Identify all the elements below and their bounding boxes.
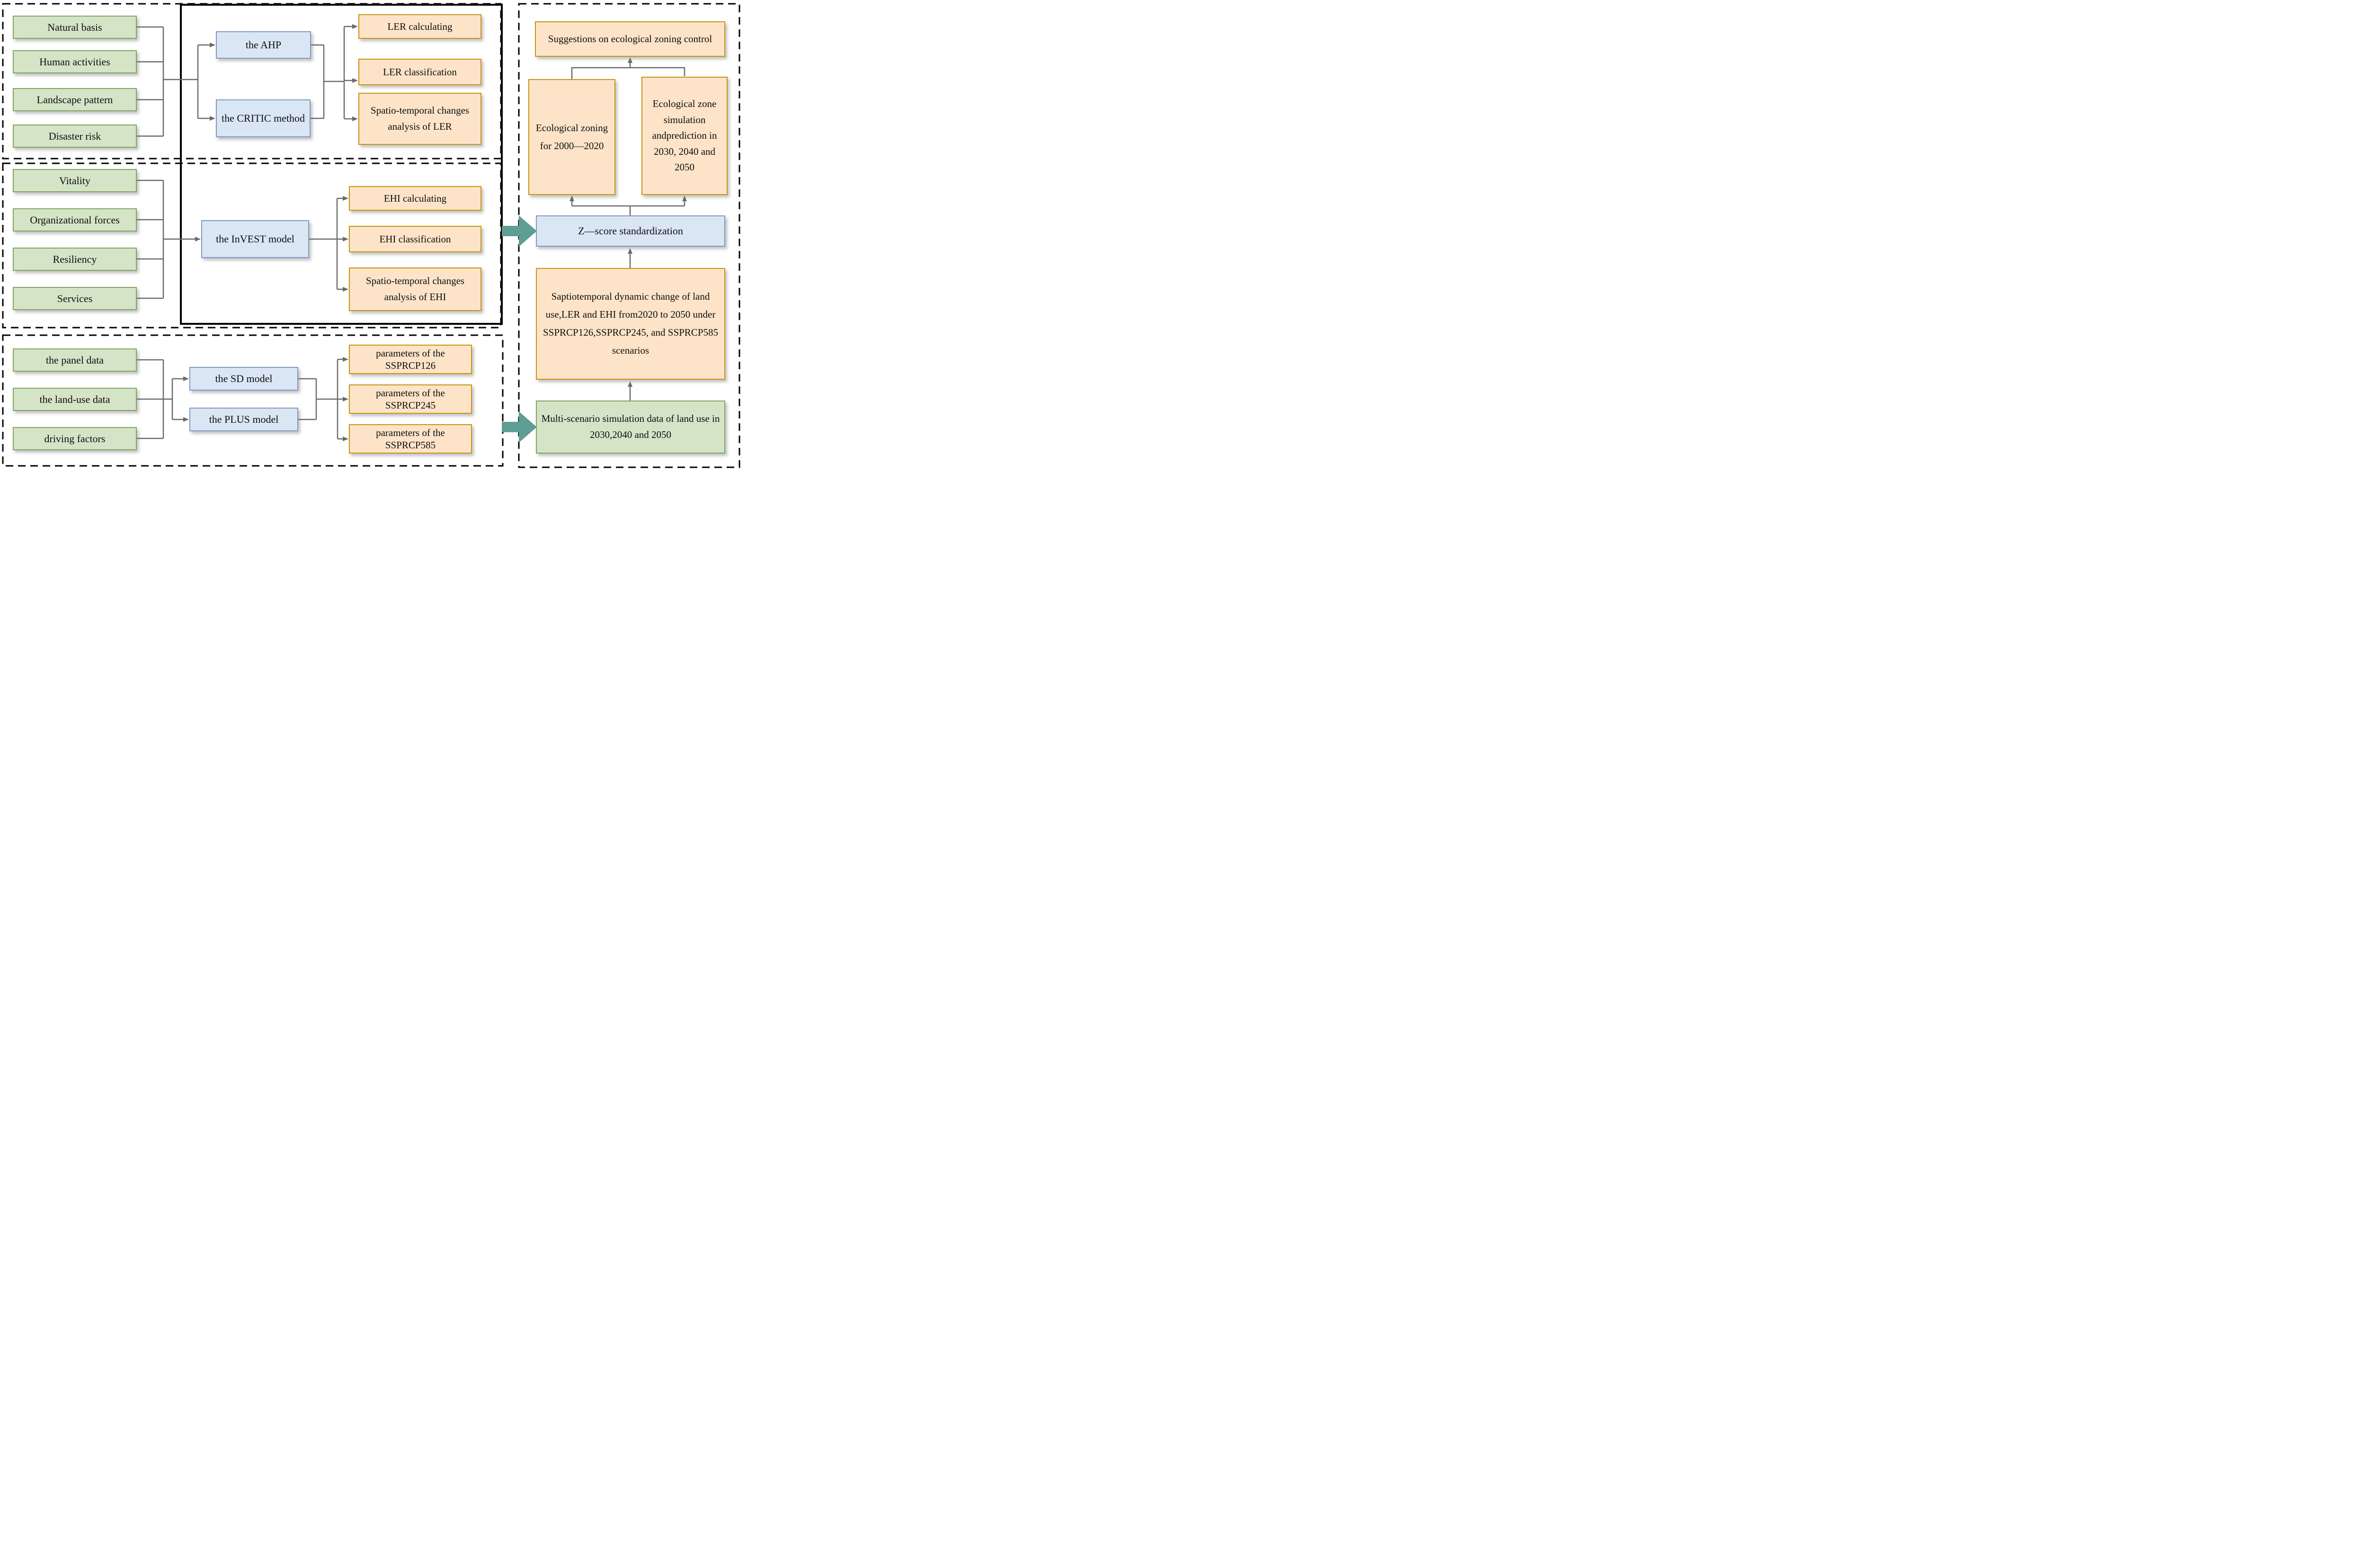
flow-arrow-icon (502, 411, 537, 443)
box-params-ssprcp585: parameters of the SSPRCP585 (349, 424, 472, 454)
box-human-activities: Human activities (13, 50, 137, 73)
box-ecological-zoning: Ecological zoning for 2000—2020 (528, 79, 615, 195)
box-disaster-risk: Disaster risk (13, 125, 137, 148)
box-vitality: Vitality (13, 169, 137, 192)
box-ehi-classification: EHI classification (349, 226, 481, 252)
box-multiscenario-simulation-data: Multi-scenario simulation data of land u… (536, 401, 725, 454)
flow-arrow-icon (502, 215, 537, 247)
box-driving-factors: driving factors (13, 427, 137, 450)
box-ehi-spatiotemporal: Spatio-temporal changes analysis of EHI (349, 267, 481, 311)
box-ahp-method: the AHP (216, 31, 311, 59)
box-ehi-calculating: EHI calculating (349, 186, 481, 211)
box-ler-spatiotemporal: Spatio-temporal changes analysis of LER (358, 93, 481, 145)
box-ler-classification: LER classification (358, 59, 481, 85)
flowchart-figure: Natural basis Human activities Landscape… (0, 0, 742, 469)
box-spatiotemporal-dynamic-change: Saptiotemporal dynamic change of land us… (536, 268, 725, 380)
box-services: Services (13, 287, 137, 310)
box-ler-calculating: LER calculating (358, 14, 481, 39)
frame-methods-box (180, 4, 503, 325)
box-natural-basis: Natural basis (13, 16, 137, 39)
box-critic-method: the CRITIC method (216, 99, 311, 137)
box-plus-model: the PLUS model (189, 408, 298, 431)
box-land-use-data: the land-use data (13, 388, 137, 411)
box-organizational-forces: Organizational forces (13, 208, 137, 232)
frame-scenario-section (2, 334, 504, 467)
box-params-ssprcp126: parameters of the SSPRCP126 (349, 345, 472, 374)
connector-layer (2, 3, 740, 468)
box-params-ssprcp245: parameters of the SSPRCP245 (349, 384, 472, 414)
box-invest-model: the InVEST model (201, 220, 309, 258)
box-zoning-suggestions: Suggestions on ecological zoning control (535, 21, 725, 57)
box-resiliency: Resiliency (13, 248, 137, 271)
box-zone-simulation: Ecological zone simulation andprediction… (641, 77, 728, 195)
box-zscore-standardization: Z—score standardization (536, 215, 725, 247)
box-panel-data: the panel data (13, 348, 137, 372)
box-sd-model: the SD model (189, 367, 298, 391)
box-landscape-pattern: Landscape pattern (13, 88, 137, 111)
